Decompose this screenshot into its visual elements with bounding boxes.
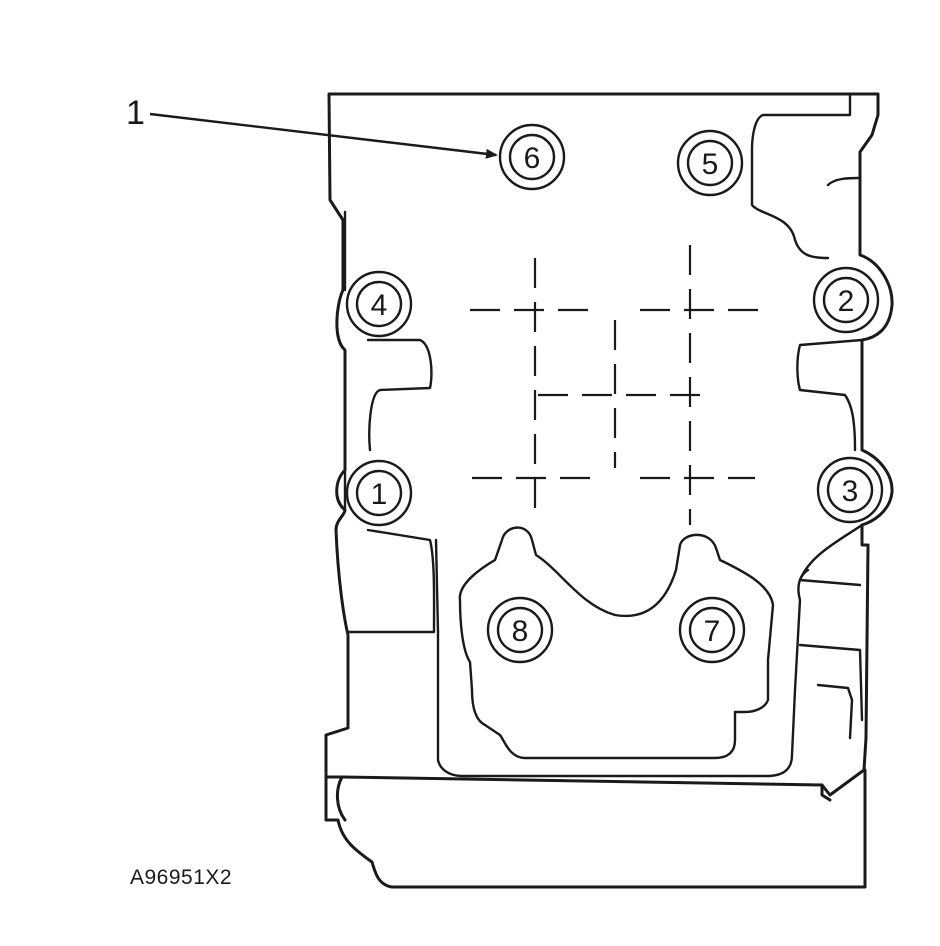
bolt-5-label: 5 xyxy=(702,148,719,181)
bolt-2: 2 xyxy=(812,266,880,334)
bolt-7: 7 xyxy=(678,596,746,664)
casting-outline xyxy=(324,92,894,797)
front-face xyxy=(324,768,867,889)
centerlines xyxy=(470,245,762,525)
bolt-6-label: 6 xyxy=(524,142,541,175)
figure-id: A96951X2 xyxy=(130,866,233,889)
bolt-2-label: 2 xyxy=(838,285,855,318)
bolt-4: 4 xyxy=(345,270,413,338)
bolt-3: 3 xyxy=(816,456,884,524)
right-inner-contour xyxy=(750,92,864,740)
inner-recess xyxy=(458,526,775,760)
bolt-5: 5 xyxy=(676,129,744,197)
bolt-8: 8 xyxy=(486,596,554,664)
bolt-3-label: 3 xyxy=(842,475,859,508)
left-inner-contour xyxy=(343,210,436,634)
callout-label: 1 xyxy=(126,94,145,132)
bolt-7-label: 7 xyxy=(704,615,721,648)
bolt-6: 6 xyxy=(498,123,566,191)
bolt-8-label: 8 xyxy=(512,615,529,648)
bolt-4-label: 4 xyxy=(371,289,388,322)
callout-1: 1 xyxy=(126,94,498,159)
leader-arrow xyxy=(149,112,498,159)
lower-pocket xyxy=(434,538,810,778)
bolt-1: 1 xyxy=(345,459,413,527)
bolt-1-label: 1 xyxy=(371,478,388,511)
